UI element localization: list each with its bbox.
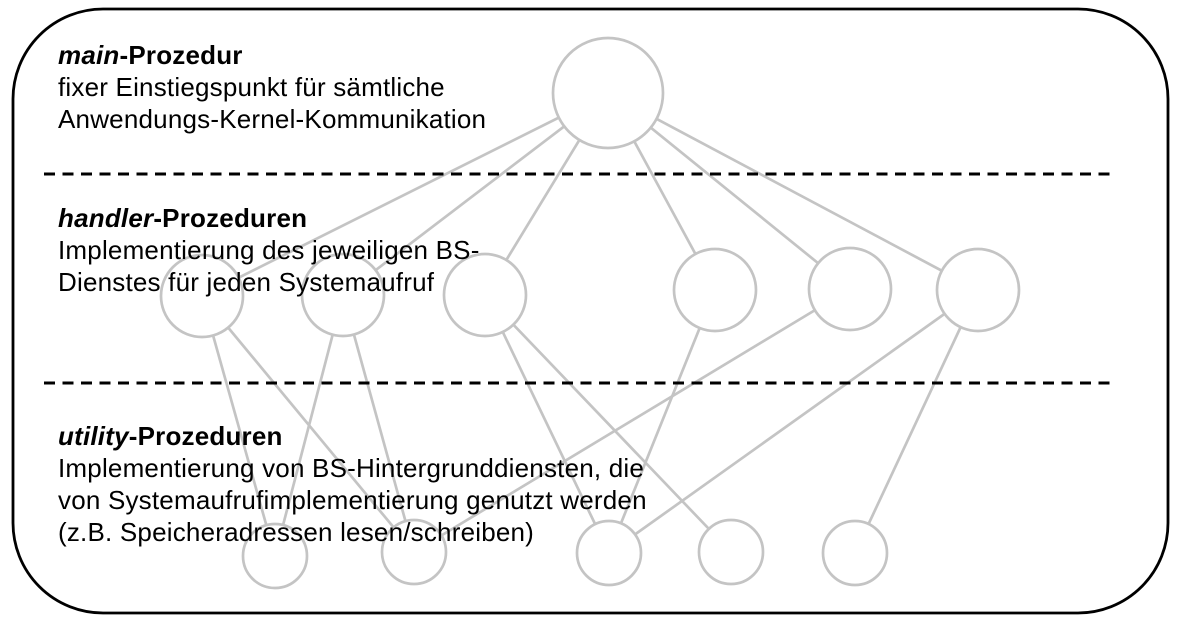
- main-layer-label: main-Prozedur fixer Einstiegspunkt für s…: [58, 39, 486, 135]
- handler-layer-heading: handler-Prozeduren: [58, 202, 480, 234]
- node-handler-h5: [807, 246, 893, 332]
- utility-layer-heading: utility-Prozeduren: [58, 420, 647, 452]
- handler-layer-desc-line-1: Implementierung des jeweiligen BS-: [58, 235, 480, 265]
- utility-layer-heading-italic: utility: [58, 421, 129, 451]
- handler-layer-desc-line-2: Dienstes für jeden Systemaufruf: [58, 267, 435, 297]
- edge-h2-u2: [341, 294, 416, 553]
- node-main: [551, 36, 665, 150]
- edge-h1-u1: [200, 295, 277, 557]
- node-utility-u4: [697, 518, 765, 586]
- main-layer-heading-rest: -Prozedur: [119, 40, 243, 70]
- edge-main-h6: [607, 91, 979, 292]
- utility-layer-heading-rest: -Prozeduren: [128, 421, 283, 451]
- node-utility-u3: [575, 519, 643, 587]
- edge-h3-u3: [483, 294, 611, 554]
- main-layer-heading: main-Prozedur: [58, 39, 486, 71]
- edge-h6-u5: [853, 289, 980, 554]
- node-handler-h1: [159, 253, 245, 339]
- node-handler-h4: [672, 247, 758, 333]
- node-utility-u1: [241, 522, 309, 590]
- edge-h4-u3: [607, 289, 717, 554]
- node-utility-u2: [380, 518, 448, 586]
- node-handler-h3: [442, 252, 528, 338]
- node-handler-h6: [935, 247, 1021, 333]
- edge-h2-u1: [273, 294, 345, 557]
- node-utility-u5: [821, 519, 889, 587]
- edge-h6-u3: [608, 288, 979, 555]
- utility-layer-desc-line-3: (z.B. Speicheradressen lesen/schreiben): [58, 517, 535, 547]
- main-layer-desc-line-2: Anwendungs-Kernel-Kommunikation: [58, 104, 487, 134]
- edge-main-h1: [201, 91, 609, 298]
- utility-layer-desc-line-2: von Systemaufrufimplementierung genutzt …: [58, 485, 647, 515]
- main-layer-heading-italic: main: [58, 40, 120, 70]
- utility-layer-label: utility-Prozeduren Implementierung von B…: [58, 420, 647, 548]
- main-layer-desc-line-1: fixer Einstiegspunkt für sämtliche: [58, 72, 445, 102]
- edge-h3-u4: [484, 294, 732, 553]
- utility-layer-desc-line-1: Implementierung von BS-Hintergrunddienst…: [58, 453, 645, 483]
- handler-layer-label: handler-Prozeduren Implementierung des j…: [58, 202, 480, 298]
- handler-layer-heading-italic: handler: [58, 203, 154, 233]
- edge-h5-u2: [413, 287, 851, 554]
- handler-layer-heading-rest: -Prozeduren: [153, 203, 308, 233]
- node-handler-h2: [300, 252, 386, 338]
- outer-border: [11, 7, 1170, 615]
